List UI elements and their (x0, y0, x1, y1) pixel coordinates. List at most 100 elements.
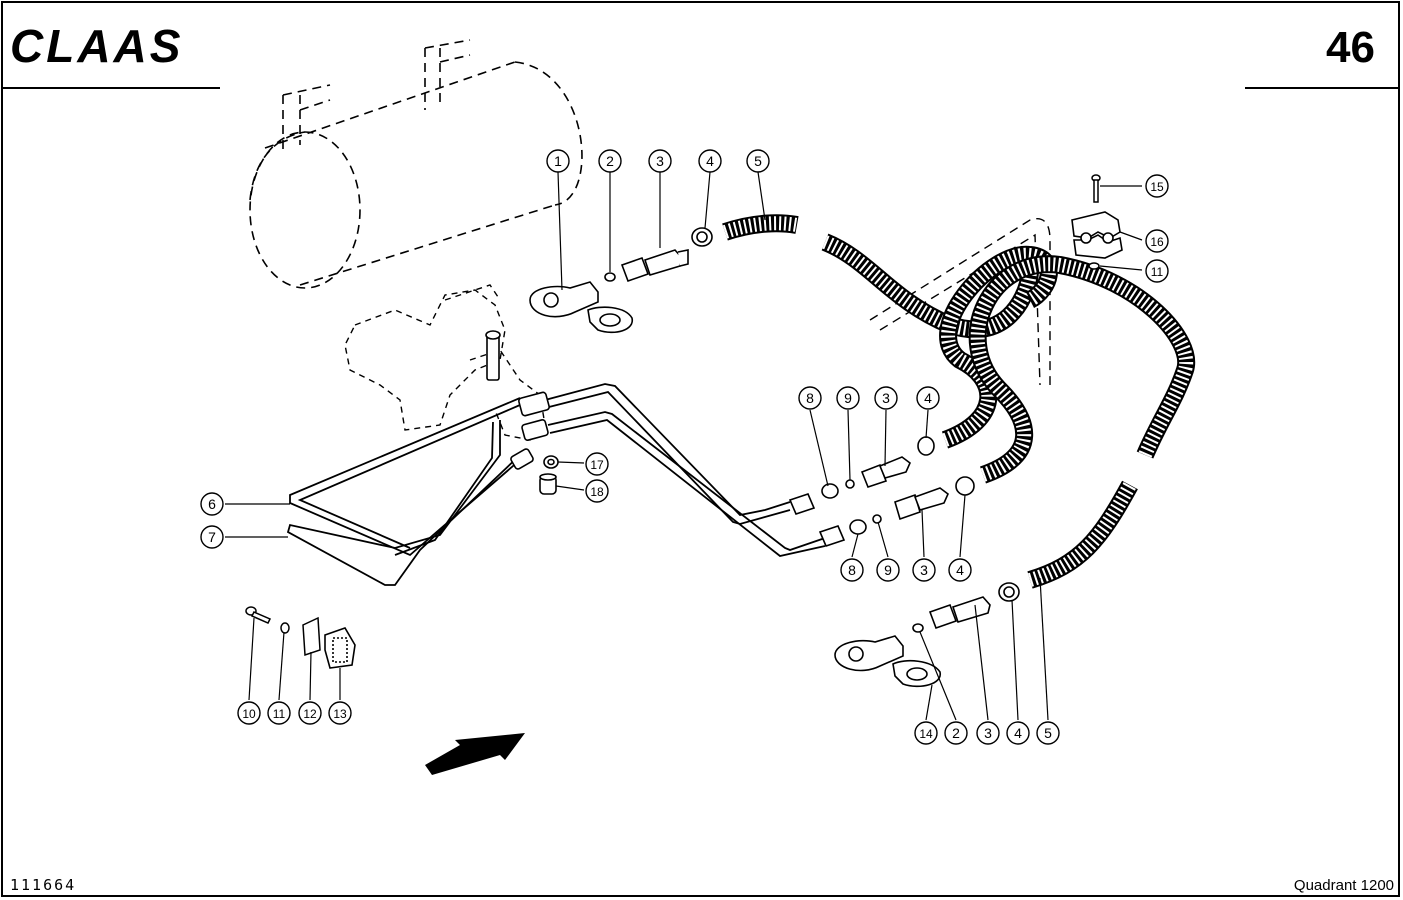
callout-label: 9 (844, 390, 852, 406)
sleeve-18 (539, 473, 557, 495)
callout-14: 14 (914, 721, 938, 745)
callout-16: 16 (1145, 229, 1169, 253)
callout-label: 3 (984, 725, 992, 741)
callout-circle (836, 386, 860, 410)
callout-label: 9 (884, 562, 892, 578)
callout-4: 4 (1006, 721, 1030, 745)
callout-label: 17 (590, 458, 604, 472)
callout-9: 9 (876, 558, 900, 582)
callout-3: 3 (648, 149, 672, 173)
callout-2: 2 (598, 149, 622, 173)
callout-6: 6 (200, 492, 224, 516)
callout-5: 5 (1036, 721, 1060, 745)
callout-label: 2 (606, 153, 614, 169)
fitting-row-upper (788, 436, 935, 515)
callout-label: 12 (303, 707, 317, 721)
model-name: Quadrant 1200 (1294, 877, 1394, 894)
callout-circle (1145, 259, 1169, 283)
callout-circle (876, 558, 900, 582)
valve-block-dashed (344, 284, 546, 441)
callout-circle (976, 721, 1000, 745)
callout-circle (585, 479, 609, 503)
seal-ring-17 (543, 455, 559, 469)
callout-12: 12 (298, 701, 322, 725)
callout-17: 17 (585, 452, 609, 476)
callout-label: 2 (952, 725, 960, 741)
callout-label: 14 (919, 727, 933, 741)
callout-8: 8 (840, 558, 864, 582)
hose-bundle (939, 245, 1196, 484)
rubber-block-13 (324, 627, 356, 669)
callout-3: 3 (976, 721, 1000, 745)
callout-13: 13 (328, 701, 352, 725)
tap-valve-1 (529, 281, 633, 334)
callout-circle (840, 558, 864, 582)
callout-label: 4 (1014, 725, 1022, 741)
callout-circle (648, 149, 672, 173)
page-number: 46 (1326, 23, 1375, 72)
callout-label: 11 (273, 707, 286, 721)
callout-circle (237, 701, 261, 725)
callout-circle (200, 492, 224, 516)
callout-9: 9 (836, 386, 860, 410)
callout-label: 3 (882, 390, 890, 406)
hose-5-lower (1027, 480, 1138, 589)
callout-label: 8 (806, 390, 814, 406)
callout-circle (746, 149, 770, 173)
callout-label: 1 (554, 153, 562, 169)
callout-3: 3 (912, 558, 936, 582)
callout-label: 8 (848, 562, 856, 578)
callout-circle (798, 386, 822, 410)
callout-circle (598, 149, 622, 173)
nut-11 (280, 622, 290, 634)
pipe-7 (286, 411, 826, 586)
callout-label: 10 (242, 707, 256, 721)
hose-nipple-3 (620, 249, 689, 283)
plate-12 (302, 616, 321, 657)
callout-label: 3 (656, 153, 664, 169)
callout-circle (1006, 721, 1030, 745)
clamp-block-16 (1071, 211, 1123, 259)
callout-circle (874, 386, 898, 410)
bolt-10 (245, 606, 272, 624)
callout-15: 15 (1145, 174, 1169, 198)
bracket-dashed-outline (869, 218, 1051, 386)
callout-3: 3 (874, 386, 898, 410)
callout-circle (1145, 229, 1169, 253)
pipe-elbow-fittings (485, 330, 550, 470)
callout-circle (914, 721, 938, 745)
o-ring-2 (604, 272, 616, 282)
callout-circle (1145, 174, 1169, 198)
callout-label: 6 (208, 496, 216, 512)
o-ring-2-lower (912, 623, 924, 633)
callout-label: 4 (956, 562, 964, 578)
tap-valve-14 (834, 635, 941, 688)
hose-clamp-4 (691, 227, 713, 247)
fitting-row-lower (818, 476, 975, 547)
callout-4: 4 (916, 386, 940, 410)
callout-4: 4 (948, 558, 972, 582)
callout-label: 4 (924, 390, 932, 406)
callout-label: 13 (333, 707, 347, 721)
callout-label: 5 (1044, 725, 1052, 741)
callout-circle (1036, 721, 1060, 745)
callout-circle (585, 452, 609, 476)
callout-circle (298, 701, 322, 725)
tank-dashed-outline (249, 39, 583, 289)
callout-4: 4 (698, 149, 722, 173)
callout-circle (948, 558, 972, 582)
callout-label: 4 (706, 153, 714, 169)
callout-18: 18 (585, 479, 609, 503)
callout-circle (267, 701, 291, 725)
drawing-number: 111664 (10, 876, 76, 894)
callout-label: 16 (1150, 235, 1164, 249)
callout-circle (944, 721, 968, 745)
brand-logo: CLAAS (10, 20, 183, 72)
callout-label: 7 (208, 529, 216, 545)
nut-11-top (1088, 262, 1100, 270)
callout-label: 11 (1151, 265, 1164, 279)
callout-label: 15 (1150, 180, 1164, 194)
callout-circle (546, 149, 570, 173)
